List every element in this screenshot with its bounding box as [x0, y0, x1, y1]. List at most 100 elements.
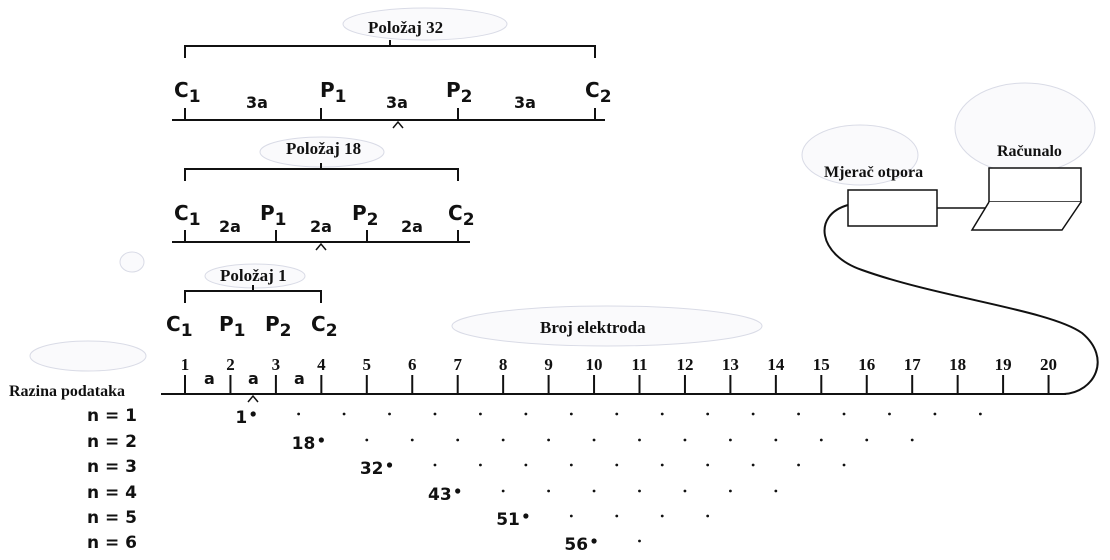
data-point: [479, 412, 482, 416]
config-1-electrode-c2: C2: [311, 312, 338, 341]
data-point: [842, 412, 846, 416]
data-point: [797, 463, 800, 467]
highlighted-data-point: [455, 488, 461, 494]
config-18-electrode-c1: C1: [174, 201, 201, 230]
highlighted-point-label: 43: [428, 485, 452, 505]
config-1-title: Položaj 1: [220, 266, 287, 285]
data-point: [888, 412, 891, 416]
config-18: Položaj 18 C1 P1 P2 C2 2a 2a 2a: [172, 139, 475, 251]
electrode-number: 1: [181, 355, 190, 374]
data-level-label: n = 2: [87, 432, 137, 452]
meter-to-electrode-cable: [823, 204, 1099, 395]
data-point: [660, 514, 664, 518]
data-point: [797, 412, 800, 416]
data-point: [819, 438, 823, 442]
unit-spacing-label: a: [294, 369, 305, 388]
config-32-spacing-label: 3a: [386, 93, 408, 112]
svg-text:P1: P1: [320, 78, 347, 107]
data-point: [638, 489, 641, 493]
electrode-number: 11: [631, 355, 647, 374]
data-point: [501, 438, 505, 442]
data-point: [547, 489, 550, 493]
highlighted-point-label: 32: [360, 459, 384, 479]
config-32-spacing-label: 3a: [246, 93, 268, 112]
config-1-electrode-p2: P2: [265, 312, 292, 341]
config-32-title: Položaj 32: [368, 18, 443, 37]
unit-spacing-label: a: [248, 369, 259, 388]
data-point: [524, 463, 528, 467]
config-1: Položaj 1 C1 P1 P2 C2: [166, 266, 338, 341]
highlighted-point-label: 51: [496, 510, 520, 530]
config-18-spacing-label: 2a: [401, 217, 423, 236]
data-point: [729, 438, 732, 442]
data-point: [569, 514, 573, 518]
data-point: [933, 412, 937, 416]
data-point: [433, 412, 437, 416]
electrode-number: 13: [722, 355, 739, 374]
data-level-label: n = 4: [87, 483, 137, 503]
svg-text:C2: C2: [448, 201, 475, 230]
data-point: [456, 438, 460, 442]
data-point: [842, 463, 846, 467]
data-point: [592, 489, 596, 493]
highlighted-data-point: [591, 538, 597, 544]
svg-text:C1: C1: [174, 78, 201, 107]
config-32: Položaj 32 C1 P1 P2 C2 3a 3a 3a: [172, 18, 612, 129]
electrode-number: 5: [363, 355, 372, 374]
svg-text:C1: C1: [166, 312, 193, 341]
data-point: [501, 489, 505, 493]
highlighted-point-label: 56: [564, 535, 588, 555]
data-point: [774, 489, 778, 493]
data-point: [592, 438, 596, 442]
electrode-number: 14: [767, 355, 785, 374]
config-18-electrode-c2: C2: [448, 201, 475, 230]
data-point: [365, 438, 369, 442]
data-level-axis-label: Razina podataka: [9, 383, 125, 400]
electrode-number: 4: [317, 355, 326, 374]
data-point: [388, 412, 391, 416]
electrode-number: 7: [453, 355, 462, 374]
config-32-electrode-p2: P2: [446, 78, 473, 107]
svg-text:P1: P1: [260, 201, 287, 230]
highlighted-data-point: [386, 462, 393, 468]
data-point: [524, 412, 528, 416]
equipment: Mjerač otpora Računalo: [823, 143, 1099, 395]
svg-text:P2: P2: [446, 78, 473, 107]
data-point: [569, 412, 573, 416]
data-point: [569, 463, 573, 467]
electrode-number: 9: [544, 355, 553, 374]
data-point: [706, 463, 710, 467]
data-levels: Razina podataka n = 1n = 2n = 3n = 4n = …: [9, 383, 982, 555]
config-18-electrode-p1: P1: [260, 201, 287, 230]
electrode-number: 12: [676, 355, 693, 374]
data-point: [978, 412, 982, 416]
highlighted-point-label: 1: [235, 408, 247, 428]
data-level-label: n = 1: [87, 406, 137, 426]
data-point: [865, 438, 869, 442]
electrode-number: 8: [499, 355, 508, 374]
electrode-number: 15: [813, 355, 830, 374]
data-point: [751, 412, 755, 416]
config-18-spacing-label: 2a: [219, 217, 241, 236]
svg-text:P2: P2: [265, 312, 292, 341]
resistance-meter-box: [847, 189, 938, 227]
highlighted-data-point: [318, 437, 324, 443]
data-point: [547, 438, 550, 442]
data-point: [729, 489, 732, 493]
config-32-spacing-label: 3a: [514, 93, 536, 112]
data-point: [615, 463, 619, 467]
config-18-electrode-p2: P2: [352, 201, 379, 230]
electrode-number: 3: [272, 355, 281, 374]
config-32-electrode-c2: C2: [585, 78, 612, 107]
midpoint-caret-icon: [392, 120, 404, 129]
svg-text:C2: C2: [311, 312, 338, 341]
highlighted-data-point: [250, 411, 256, 417]
data-point: [751, 463, 755, 467]
data-point: [297, 412, 301, 416]
data-point: [774, 438, 778, 442]
midpoint-caret-icon: [247, 394, 259, 403]
highlighted-data-point: [523, 513, 529, 519]
